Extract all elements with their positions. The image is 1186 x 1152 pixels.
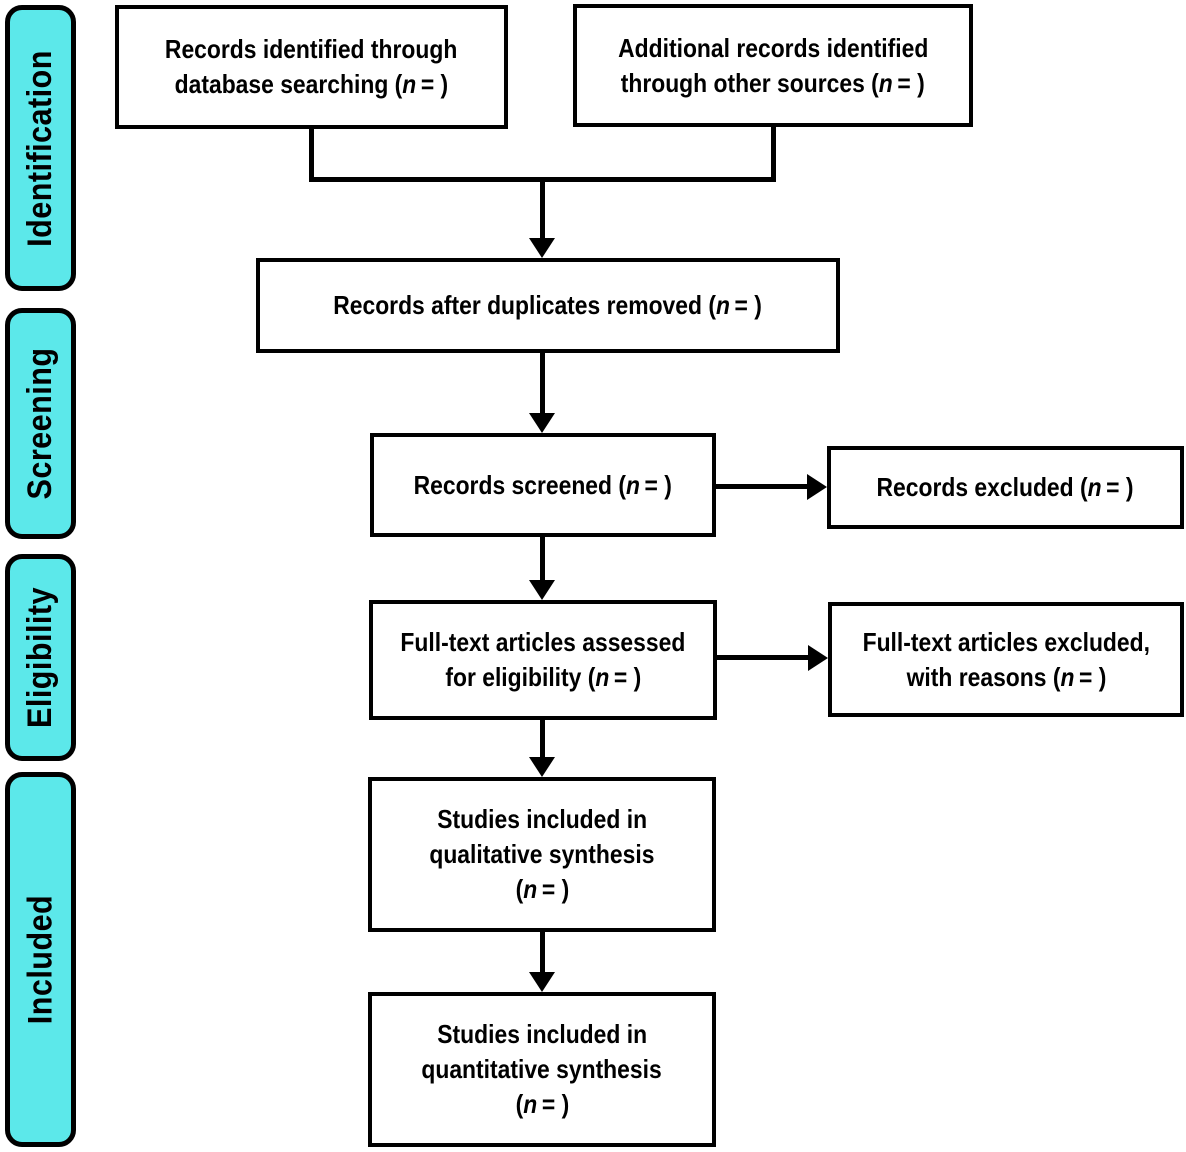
arrow-screened-to-fulltext-head: [529, 580, 555, 600]
connector-identified-down: [309, 129, 314, 182]
box-records-screened: Records screened (n = ): [370, 433, 716, 537]
arrow-fulltext-to-excluded-shaft: [717, 655, 810, 660]
arrow-merge-to-duplicates-shaft: [540, 177, 545, 240]
arrow-duplicates-to-screened-shaft: [540, 353, 545, 415]
arrow-duplicates-to-screened-head: [529, 413, 555, 433]
stage-band-included: Included: [5, 772, 76, 1147]
box-fulltext-excluded: Full-text articles excluded, with reason…: [828, 602, 1184, 717]
arrow-screened-to-excluded-shaft: [716, 484, 809, 489]
box-line: Studies included in: [437, 804, 647, 834]
box-fulltext-assessed: Full-text articles assessed for eligibil…: [369, 600, 717, 720]
arrow-fulltext-to-qualitative-shaft: [540, 720, 545, 759]
stage-band-identification: Identification: [5, 5, 76, 291]
stage-band-eligibility: Eligibility: [5, 554, 76, 761]
box-quantitative-synthesis: Studies included in quantitative synthes…: [368, 992, 716, 1147]
box-line: Additional records identified: [617, 32, 929, 63]
box-line: Full-text articles excluded,: [862, 626, 1150, 657]
stage-band-screening: Screening: [5, 308, 76, 539]
connector-additional-down: [771, 127, 776, 182]
stage-label-eligibility: Eligibility: [21, 587, 59, 728]
box-line: for eligibility (n = ): [445, 662, 641, 692]
stage-label-screening: Screening: [21, 347, 60, 500]
box-line: quantitative synthesis: [421, 1054, 663, 1084]
box-line: Studies included in: [437, 1019, 647, 1049]
box-qualitative-synthesis: Studies included in qualitative synthesi…: [368, 777, 716, 932]
arrow-screened-to-fulltext-shaft: [540, 537, 545, 582]
arrow-fulltext-to-excluded-head: [808, 645, 828, 671]
box-line: (n = ): [515, 874, 569, 904]
box-records-excluded: Records excluded (n = ): [827, 446, 1184, 529]
box-line: Records screened (n = ): [413, 469, 673, 500]
box-line: through other sources (n = ): [621, 67, 925, 98]
arrow-qualitative-to-quantitative-shaft: [540, 932, 545, 974]
box-line: database searching (n = ): [174, 69, 449, 99]
box-line: Records identified through: [165, 34, 458, 64]
box-line: (n = ): [515, 1089, 569, 1119]
stage-label-included: Included: [21, 894, 60, 1025]
arrow-fulltext-to-qualitative-head: [529, 757, 555, 777]
box-line: Records excluded (n = ): [877, 472, 1134, 502]
box-line: Records after duplicates removed (n = ): [333, 290, 763, 320]
box-line: qualitative synthesis: [429, 839, 655, 869]
box-records-identified: Records identified through database sear…: [115, 5, 508, 129]
box-line: Full-text articles assessed: [400, 627, 686, 657]
stage-label-identification: Identification: [21, 49, 59, 247]
arrow-merge-to-duplicates-head: [529, 238, 555, 258]
box-duplicates-removed: Records after duplicates removed (n = ): [256, 258, 840, 353]
arrow-screened-to-excluded-head: [807, 474, 827, 500]
box-additional-records: Additional records identified through ot…: [573, 4, 973, 127]
arrow-qualitative-to-quantitative-head: [529, 972, 555, 992]
box-line: with reasons (n = ): [906, 661, 1106, 692]
